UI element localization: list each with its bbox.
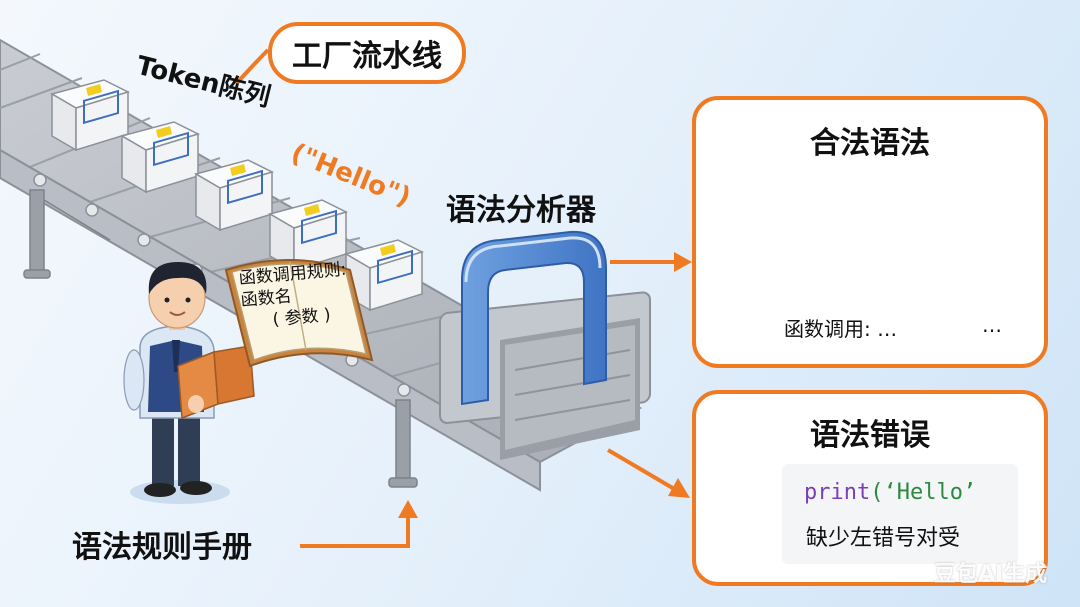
token-box — [268, 199, 349, 272]
rule-book — [224, 259, 374, 368]
arrow-head-icon — [398, 500, 418, 518]
rule-manual-label: 语法规则手册 — [72, 530, 252, 565]
syntax-error-title: 语法错误 — [810, 418, 930, 453]
title-pointer — [234, 48, 270, 86]
arrow-to-error — [606, 448, 678, 492]
tree-ellipsis: … — [982, 313, 1002, 337]
tree-caption: 函数调用: … — [784, 317, 898, 341]
watermark: 豆包AI生成 — [934, 562, 1048, 587]
valid-syntax-title: 合法语法 — [810, 126, 930, 161]
code-args: (‘Hello’ — [870, 480, 977, 505]
arrow-manual-up — [300, 516, 410, 548]
code-snippet-box — [782, 464, 1018, 564]
arrows — [234, 48, 678, 548]
error-message: 缺少左错号对受 — [806, 526, 961, 551]
code-func: print — [804, 480, 871, 505]
parser-label: 语法分析器 — [446, 193, 596, 228]
held-book — [177, 345, 255, 420]
parser-machine — [439, 230, 651, 460]
arrow-head-icon — [668, 478, 690, 498]
code-line: print(‘Hello’ — [804, 480, 976, 505]
rule-book-text: 函数调用规则: 函数名 ( 参数 ) — [238, 257, 373, 334]
arrow-head-icon — [674, 252, 692, 272]
factory-title-bubble: 工厂流水线 — [268, 22, 466, 84]
token-box — [194, 159, 275, 232]
factory-title: 工厂流水线 — [292, 39, 442, 74]
token-box — [120, 121, 201, 194]
token-box — [50, 79, 131, 152]
valid-syntax-panel: 合法语法 — [692, 96, 1048, 368]
